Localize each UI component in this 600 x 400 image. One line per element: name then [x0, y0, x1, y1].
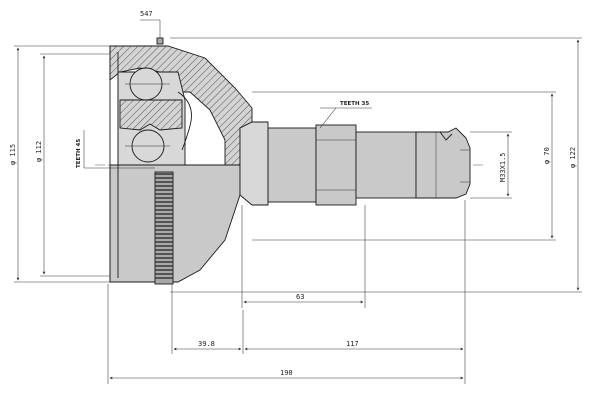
length-total-label: 190	[280, 369, 293, 377]
teeth-spline-label: TEETH 35	[340, 101, 369, 107]
teeth-abs-label: TEETH 45	[76, 139, 82, 168]
drive-shaft	[267, 124, 471, 206]
abs-tone-ring	[154, 171, 174, 285]
spline-section	[315, 124, 357, 206]
weld-label: 547	[140, 10, 153, 18]
length-abs-label: 39.8	[198, 340, 215, 348]
length-shaft-label: 117	[346, 340, 359, 348]
dimension-lines	[14, 19, 582, 384]
threaded-end	[415, 127, 471, 199]
dia-body-label: φ 112	[35, 141, 43, 162]
outer-bell-housing	[109, 45, 269, 283]
length-spline-label: 63	[296, 293, 304, 301]
dia-outer-label: φ 115	[9, 144, 17, 165]
ball-cage	[117, 67, 192, 166]
thread-label: M33X1.5	[499, 152, 507, 182]
dia-total-label: φ 122	[569, 147, 577, 168]
dia-shaft-label: φ 70	[543, 147, 551, 164]
